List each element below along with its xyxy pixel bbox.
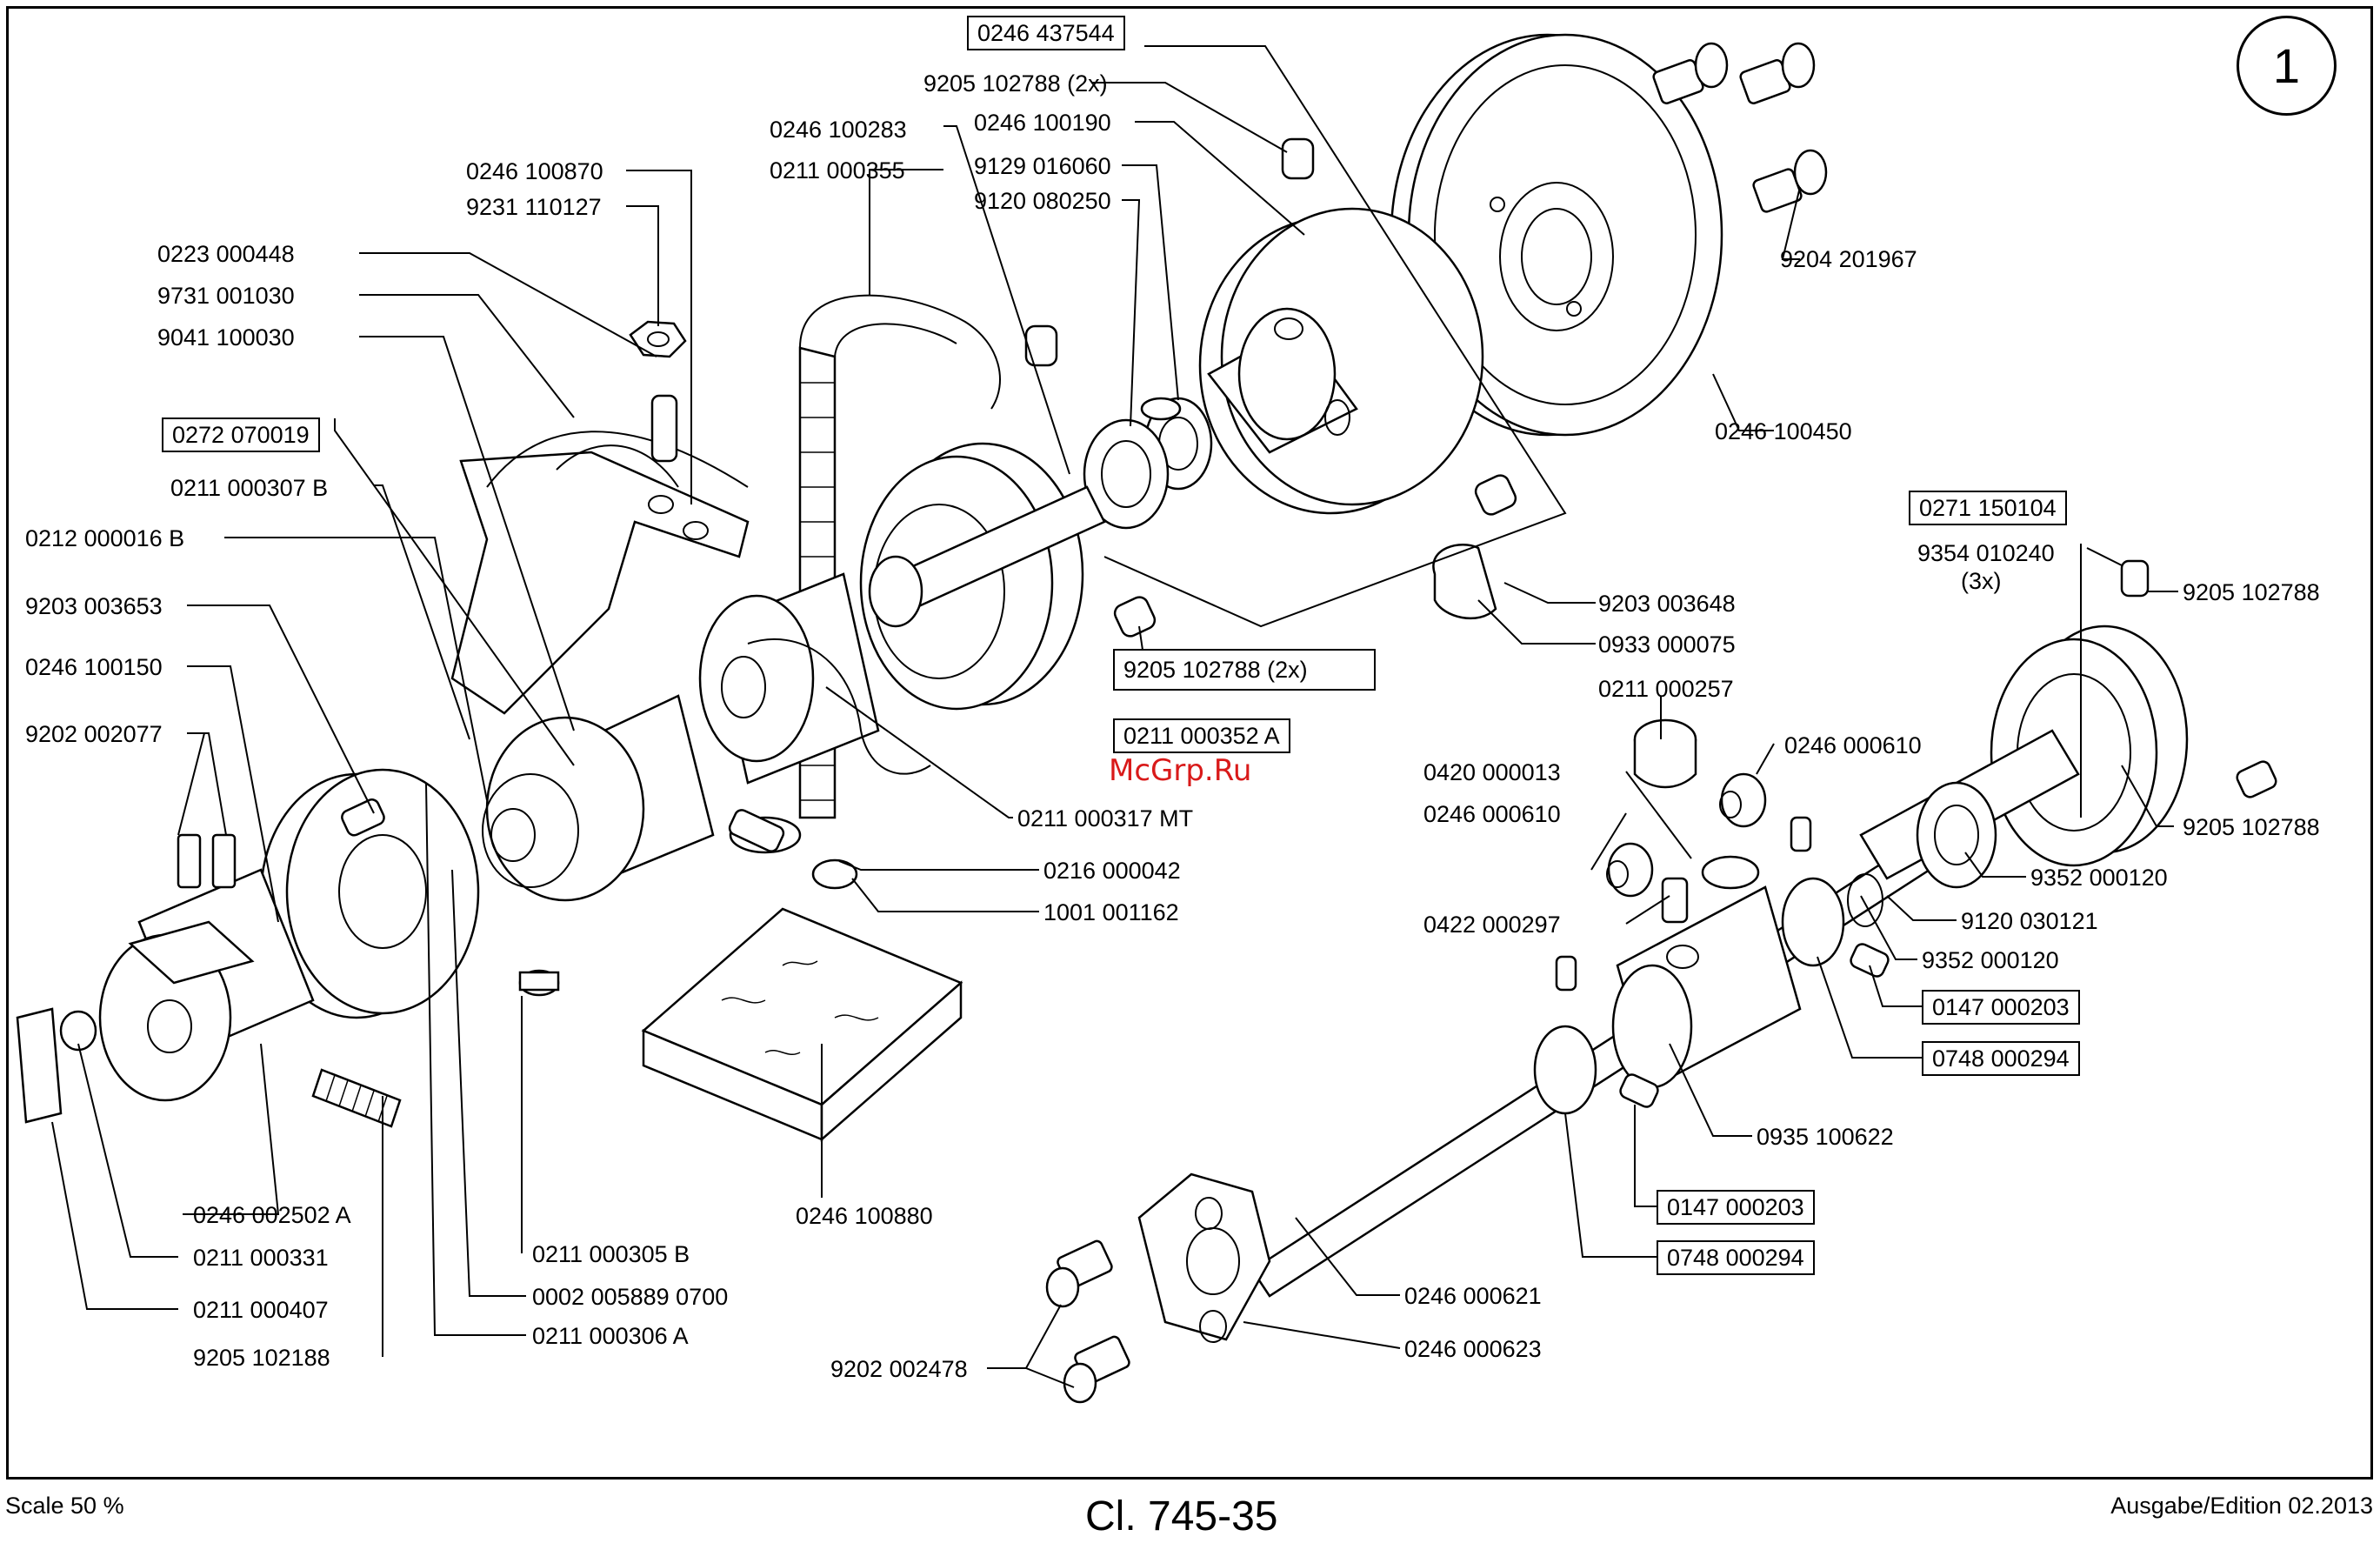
part-label-9205102788-right-bottom: 9205 102788 (2183, 814, 2320, 840)
part-label-0933000075: 0933 000075 (1598, 631, 1736, 658)
part-label-0748000294-b: 0748 000294 (1657, 1240, 1815, 1275)
part-label-9205102788-2x: 9205 102788 (2x) (923, 70, 1108, 97)
part-label-0147000203-a: 0147 000203 (1922, 990, 2080, 1025)
part-label-0271150104: 0271 150104 (1909, 491, 2067, 525)
part-label-9129016060: 9129 016060 (974, 153, 1111, 179)
part-label-0211000257: 0211 000257 (1598, 676, 1734, 702)
felt-pad (641, 907, 963, 1142)
part-label-0246437544: 0246 437544 (967, 16, 1125, 50)
part-label-quantity-3x: (3x) (1961, 568, 2002, 594)
part-label-0246000610-left: 0246 000610 (1423, 801, 1561, 827)
right-shaft-assembly (1137, 825, 1958, 1343)
flange-block-assembly (16, 768, 480, 1124)
sensor-cylinder (698, 572, 931, 785)
part-label-9041100030: 9041 100030 (157, 324, 295, 351)
part-label-9352000120-a: 9352 000120 (2030, 865, 2168, 891)
part-label-0246100870: 0246 100870 (466, 158, 603, 184)
part-label-9203003648: 9203 003648 (1598, 591, 1736, 617)
part-label-0216000042: 0216 000042 (1043, 858, 1181, 884)
part-label-0246000621: 0246 000621 (1404, 1283, 1542, 1309)
part-label-9205102788-2x-mid: 9205 102788 (2x) (1113, 649, 1376, 691)
part-label-9204201967: 9204 201967 (1780, 246, 1917, 272)
part-label-0211000305B: 0211 000305 B (532, 1241, 690, 1267)
part-label-0246100283: 0246 100283 (770, 117, 907, 143)
drawing-frame (6, 6, 2373, 1480)
part-label-9202002478: 9202 002478 (830, 1356, 968, 1382)
threaded-stud (311, 1068, 402, 1128)
part-label-0211000331: 0211 000331 (193, 1245, 329, 1271)
part-label-0935100622: 0935 100622 (1757, 1124, 1894, 1150)
part-label-9354010240: 9354 010240 (1917, 540, 2055, 566)
nut-and-stud (629, 320, 687, 463)
part-label-9205102188: 9205 102188 (193, 1345, 330, 1371)
part-label-0211000352A: 0211 000352 A (1113, 718, 1290, 753)
part-label-0246000623: 0246 000623 (1404, 1336, 1542, 1362)
coupling-hub (1198, 207, 1484, 515)
part-label-9120030121: 9120 030121 (1961, 908, 2098, 934)
scale-note: Scale 50 % (5, 1493, 124, 1519)
part-label-0223000448: 0223 000448 (157, 241, 295, 267)
part-label-0246000610-right: 0246 000610 (1784, 732, 1922, 758)
page-number: 1 (2272, 38, 2301, 93)
motor-body (482, 694, 715, 902)
part-label-0246100880: 0246 100880 (796, 1203, 933, 1229)
bracket-guard (450, 431, 750, 715)
right-gear-assembly (1847, 625, 2189, 927)
part-label-0211000306A: 0211 000306 A (532, 1323, 689, 1349)
caps-plugs (518, 816, 858, 997)
page-number-circle: 1 (2237, 16, 2337, 116)
part-label-0420000013: 0420 000013 (1423, 759, 1561, 785)
shaft-bearings (1083, 397, 1213, 530)
shaft-end-screws (1045, 1239, 1130, 1404)
part-label-9352000120-b: 9352 000120 (1922, 947, 2059, 973)
handwheel-screws (1652, 42, 1828, 213)
watermark: McGrp.Ru (1109, 753, 1252, 788)
part-label-0002005889: 0002 005889 0700 (532, 1284, 729, 1310)
part-label-0246100150: 0246 100150 (25, 654, 163, 680)
set-screws (341, 137, 2277, 1108)
part-label-9205102788-right-top: 9205 102788 (2183, 579, 2320, 605)
edition-note: Ausgabe/Edition 02.2013 (2110, 1493, 2373, 1519)
timing-gear (859, 442, 1106, 711)
document-title: Cl. 745-35 (1085, 1493, 1278, 1540)
small-bushings (1432, 544, 1767, 924)
part-label-0272070019: 0272 070019 (162, 417, 320, 452)
part-label-0246002502A: 0246 002502 A (193, 1202, 351, 1228)
leader-lines (51, 45, 2178, 1388)
part-label-9731001030: 9731 001030 (157, 283, 295, 309)
part-label-9203003653: 9203 003653 (25, 593, 163, 619)
part-label-9120080250: 9120 080250 (974, 188, 1111, 214)
part-label-0246100450: 0246 100450 (1715, 418, 1852, 444)
part-label-0212000016B: 0212 000016 B (25, 525, 185, 551)
part-label-0147000203-b: 0147 000203 (1657, 1190, 1815, 1225)
part-label-0211000407: 0211 000407 (193, 1297, 329, 1323)
part-label-0422000297: 0422 000297 (1423, 912, 1561, 938)
part-label-0748000294-a: 0748 000294 (1922, 1041, 2080, 1076)
part-label-0246100190: 0246 100190 (974, 110, 1111, 136)
part-label-9202002077: 9202 002077 (25, 721, 163, 747)
part-label-9231110127: 9231 110127 (466, 194, 602, 220)
part-label-1001001162: 1001 001162 (1043, 899, 1179, 925)
part-label-0211000355: 0211 000355 (770, 157, 905, 184)
part-label-0211000307B: 0211 000307 B (170, 475, 329, 501)
part-label-0211000317MT: 0211 000317 MT (1017, 805, 1194, 832)
